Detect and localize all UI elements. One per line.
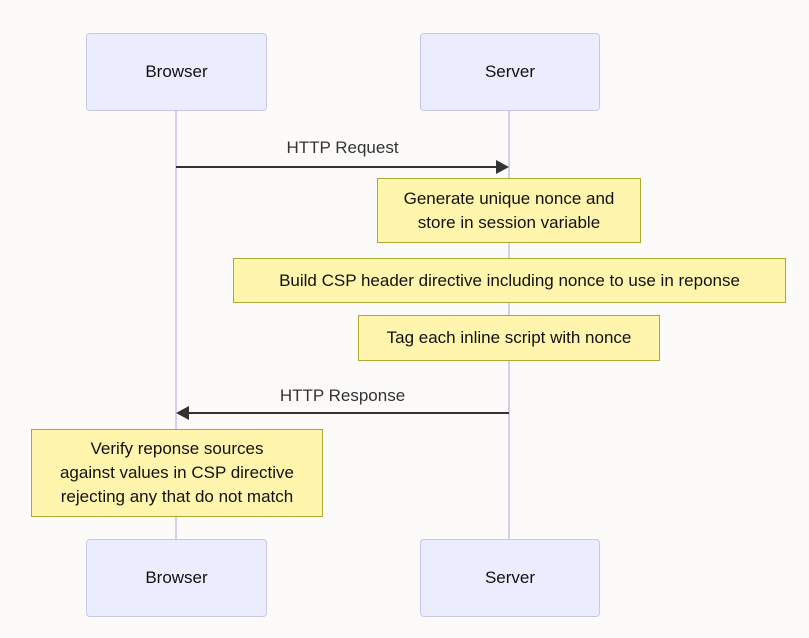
actor-label-server-top: Server — [484, 62, 536, 81]
actor-label-server-bottom: Server — [484, 568, 536, 587]
note-build-csp-header: Build CSP header directive including non… — [233, 258, 786, 303]
actor-box-server-bottom: Server — [420, 539, 600, 617]
message-line-http-request — [176, 166, 497, 168]
actor-box-server-top: Server — [420, 33, 600, 111]
message-label-http-response: HTTP Response — [279, 386, 406, 405]
actor-box-browser-top: Browser — [86, 33, 267, 111]
note-verify-response-sources: Verify reponse sources against values in… — [31, 429, 323, 517]
arrowhead-right-icon — [496, 160, 509, 174]
actor-label-browser-bottom: Browser — [145, 568, 208, 587]
lifeline-browser — [175, 111, 177, 539]
arrowhead-left-icon — [176, 406, 189, 420]
actor-box-browser-bottom: Browser — [86, 539, 267, 617]
note-tag-inline-script: Tag each inline script with nonce — [358, 315, 660, 361]
message-label-http-request: HTTP Request — [286, 138, 399, 157]
note-generate-nonce: Generate unique nonce and store in sessi… — [377, 178, 641, 243]
message-line-http-response — [188, 412, 509, 414]
actor-label-browser-top: Browser — [145, 62, 208, 81]
